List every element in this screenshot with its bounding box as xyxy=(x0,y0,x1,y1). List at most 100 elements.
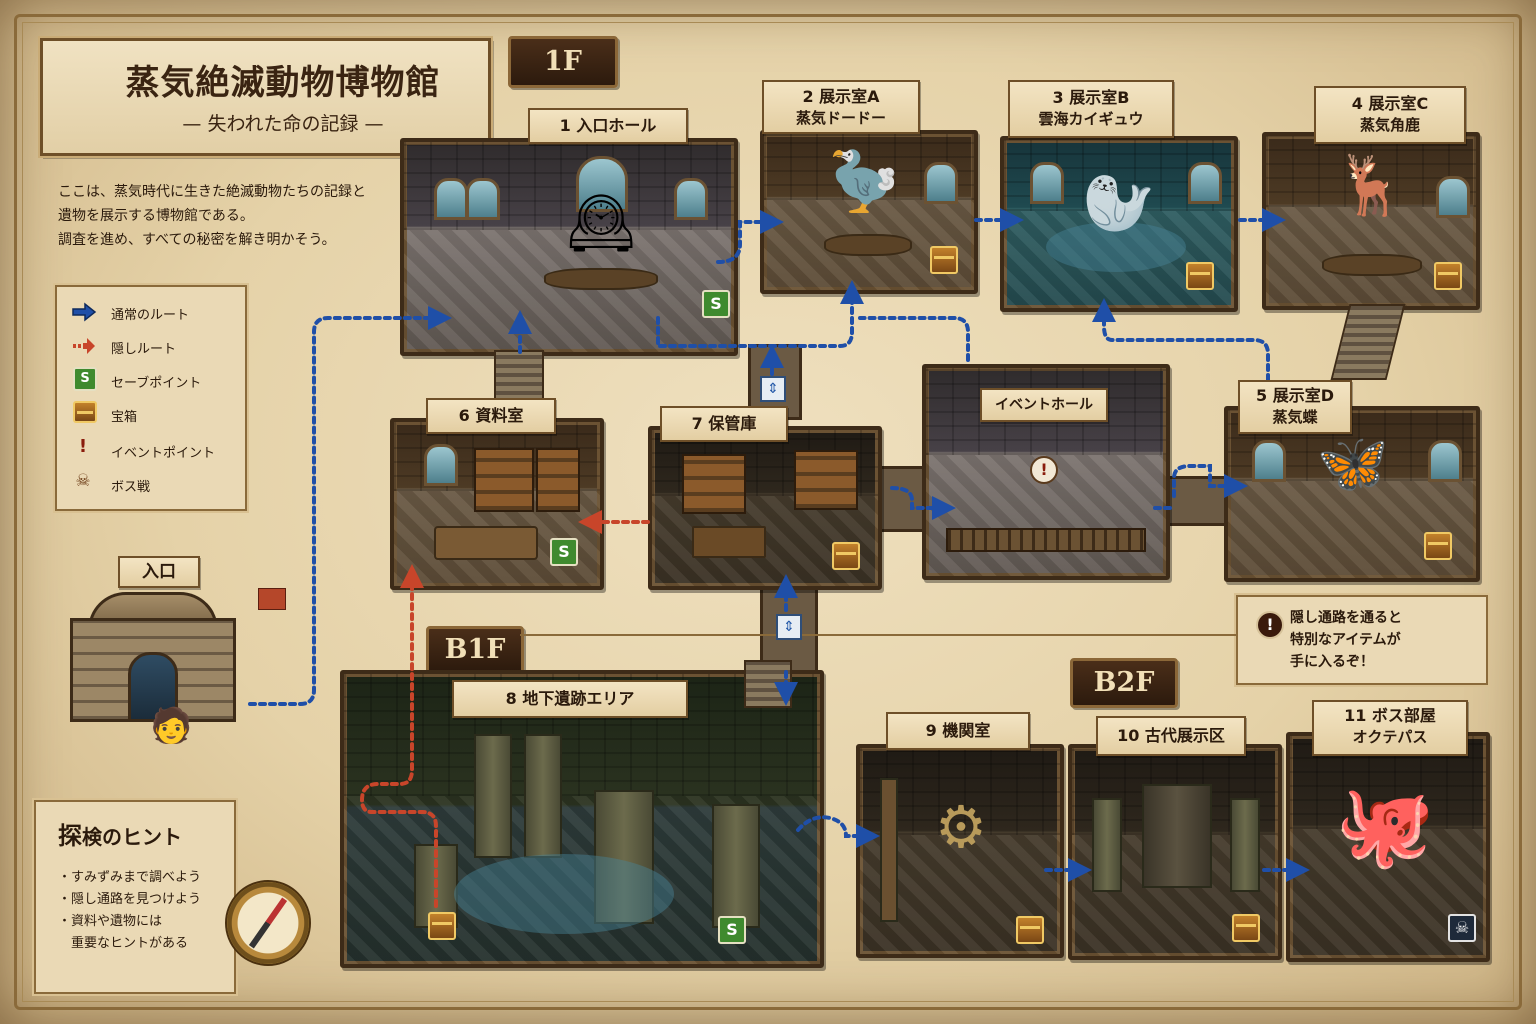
treasure-chest-icon[interactable] xyxy=(1016,916,1044,944)
reading-table xyxy=(434,526,538,560)
engine-wheel-icon: ⚙ xyxy=(935,793,987,861)
reception-desk xyxy=(544,268,658,290)
ruin-pillar xyxy=(524,734,562,858)
save-point-icon[interactable]: S xyxy=(718,916,746,944)
museum-entrance[interactable] xyxy=(70,580,236,722)
treasure-chest-icon[interactable] xyxy=(1186,262,1214,290)
ancient-pillar xyxy=(1230,798,1260,892)
legend-item-event-point: ! イベントポイント xyxy=(71,437,241,465)
treasure-chest-icon[interactable] xyxy=(1434,262,1462,290)
window xyxy=(1188,162,1222,204)
butterfly-exhibit-icon: 🦋 xyxy=(1316,429,1390,497)
event-point-icon[interactable]: ! xyxy=(1030,456,1058,484)
staircase[interactable] xyxy=(744,660,792,708)
room-9-engine-room[interactable]: ⚙ xyxy=(856,744,1064,958)
entrance-label: 入口 xyxy=(118,556,200,588)
room-7-label: 7 保管庫 xyxy=(660,406,788,442)
normal-route xyxy=(858,316,970,362)
elevator-icon[interactable]: ⇕ xyxy=(760,376,786,402)
underground-water xyxy=(454,854,674,934)
storage-shelf xyxy=(794,450,858,510)
event-point-icon: ! xyxy=(1256,611,1284,639)
room-8-label: 8 地下遺跡エリア xyxy=(452,680,688,718)
hints-title: 探検のヒント xyxy=(58,822,182,850)
room-1-label: 1 入口ホール xyxy=(528,108,688,144)
window xyxy=(466,178,500,220)
room-2-exhibit-a[interactable]: 🦤 xyxy=(760,130,978,294)
explorer-character-icon: 🧑 xyxy=(150,706,193,746)
treasure-chest-icon[interactable] xyxy=(930,246,958,274)
event-point-icon: ! xyxy=(78,436,88,457)
title-panel: 蒸気絶滅動物博物館 — 失われた命の記録 — xyxy=(40,38,491,156)
treasure-chest-icon[interactable] xyxy=(428,912,456,940)
save-point-icon: S xyxy=(73,367,97,391)
intro-line: ここは、蒸気時代に生きた絶滅動物たちの記録と xyxy=(58,184,366,200)
octopus-boss-icon: 🐙 xyxy=(1335,779,1435,872)
room-6-label: 6 資料室 xyxy=(426,398,556,434)
room-7-storage[interactable] xyxy=(648,426,882,590)
exhibit-pedestal xyxy=(824,234,912,256)
room-10-label: 10 古代展示区 xyxy=(1096,716,1246,756)
treasure-chest-icon[interactable] xyxy=(1424,532,1452,560)
legend-item-treasure: 宝箱 xyxy=(71,401,241,429)
ruin-pillar xyxy=(474,734,512,858)
ancient-pillar xyxy=(1092,798,1122,892)
window xyxy=(1436,176,1470,218)
hidden-passage-notice: ! 隠し通路を通ると 特別なアイテムが 手に入るぞ！ xyxy=(1236,595,1488,685)
room-5-exhibit-d[interactable]: 🦋 xyxy=(1224,406,1480,582)
legend-item-save-point: S セーブポイント xyxy=(71,367,241,395)
ruin-pillar xyxy=(712,804,760,928)
window xyxy=(1428,440,1462,482)
intro-line: 遺物を展示する博物館である。 xyxy=(58,208,254,224)
legend-label: ボス戦 xyxy=(111,480,151,495)
save-point-icon[interactable]: S xyxy=(550,538,578,566)
intro-line: 調査を進め、すべての秘密を解き明かそう。 xyxy=(58,232,336,248)
staircase[interactable] xyxy=(494,350,544,402)
floor-label-1f: 1F xyxy=(508,36,618,88)
legend-label: 通常のルート xyxy=(111,308,190,323)
elevator-icon[interactable]: ⇕ xyxy=(776,614,802,640)
event-hall-label: イベントホール xyxy=(980,388,1108,422)
ancient-shrine xyxy=(1142,784,1212,888)
notice-text: 隠し通路を通ると 特別なアイテムが 手に入るぞ！ xyxy=(1290,607,1402,673)
crate-stack xyxy=(692,526,766,558)
save-point-icon[interactable]: S xyxy=(702,290,730,318)
room-1-entrance-hall[interactable]: 🕰 xyxy=(400,138,738,356)
hint-item: ・隠し通路を見つけよう xyxy=(58,892,202,907)
ruin-pillar xyxy=(594,790,654,924)
legend-label: セーブポイント xyxy=(111,376,202,391)
legend-panel: 通常のルート 隠しルート S セーブポイント 宝箱 ! イベントポイント ☠ ボ… xyxy=(55,285,247,511)
window xyxy=(1252,440,1286,482)
page-title: 蒸気絶滅動物博物館 xyxy=(125,63,441,103)
room-11-label: 11 ボス部屋 オクテパス xyxy=(1312,700,1468,756)
entrance-door[interactable] xyxy=(128,652,178,722)
pipe xyxy=(880,778,898,922)
notice-divider xyxy=(520,634,1236,636)
staircase[interactable] xyxy=(1330,304,1406,380)
treasure-chest-icon[interactable] xyxy=(832,542,860,570)
exhibit-pedestal xyxy=(1322,254,1422,276)
window xyxy=(674,178,708,220)
hint-item: ・資料や遺物には xyxy=(58,914,163,929)
window xyxy=(576,156,628,212)
red-arrow-icon xyxy=(73,338,95,354)
treasure-chest-icon[interactable] xyxy=(1232,914,1260,942)
window xyxy=(434,178,468,220)
steam-deer-exhibit-icon: 🦌 xyxy=(1334,151,1408,219)
window xyxy=(924,162,958,204)
exploration-hints-panel: 探検のヒント ・すみずみまで調べよう ・隠し通路を見つけよう ・資料や遺物には … xyxy=(34,800,236,994)
compass-icon xyxy=(225,880,311,966)
notice-line: 隠し通路を通ると xyxy=(1290,610,1402,626)
bookshelf xyxy=(474,448,534,512)
hint-item: ・すみずみまで調べよう xyxy=(58,870,202,885)
clock-tower-icon: 🕰 xyxy=(565,191,637,256)
window xyxy=(1030,162,1064,204)
sea-cow-exhibit-icon: 🦭 xyxy=(1082,169,1156,237)
aquarium-tank xyxy=(1046,222,1186,272)
floor-label-b1f: B1F xyxy=(426,626,524,674)
floor-label-b2f: B2F xyxy=(1070,658,1178,708)
boss-skull-icon[interactable]: ☠ xyxy=(1448,914,1476,942)
room-4-label: 4 展示室C 蒸気角鹿 xyxy=(1314,86,1466,144)
legend-item-hidden-route: 隠しルート xyxy=(71,333,241,361)
